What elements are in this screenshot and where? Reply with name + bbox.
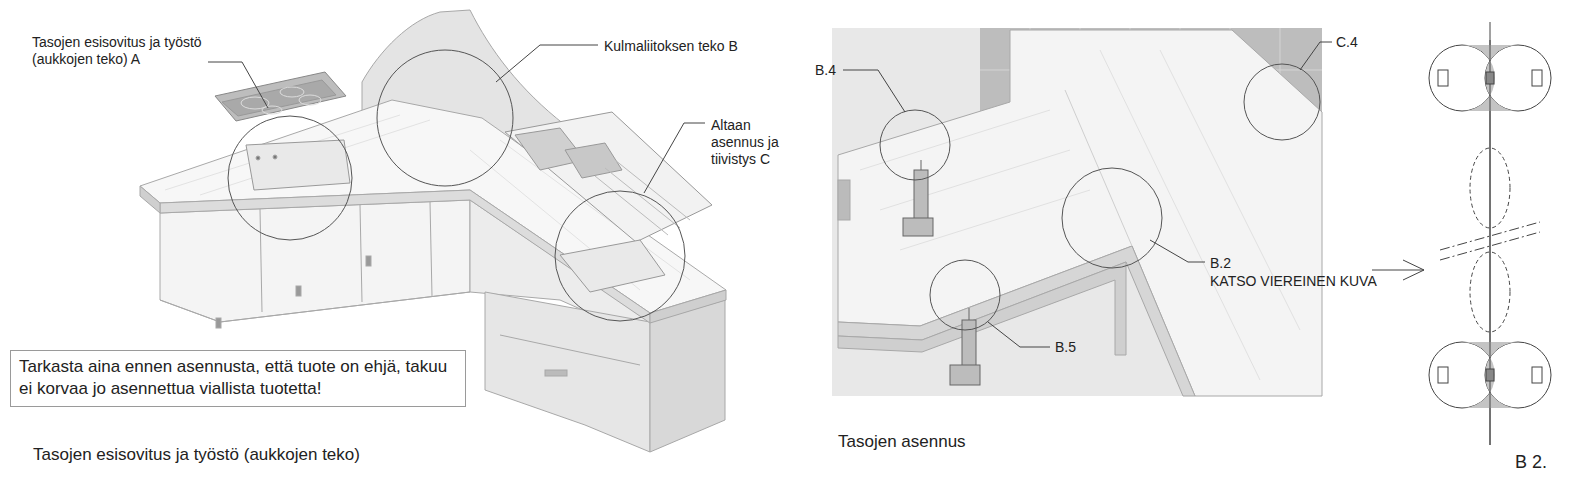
callout-number: B.5	[1055, 339, 1076, 356]
panel-caption: Tasojen esisovitus ja työstö (aukkojen t…	[33, 445, 360, 465]
leader-line	[208, 45, 705, 193]
callout-number: C.4	[1336, 34, 1358, 51]
leader-line	[843, 42, 1424, 347]
callout-number: B.2	[1210, 255, 1231, 272]
panel-caption: Tasojen asennus	[838, 432, 966, 452]
joint-detail	[1429, 22, 1551, 445]
warning-box: Tarkasta aina ennen asennusta, että tuot…	[10, 350, 466, 407]
callout-label: Kulmaliitoksen teko B	[604, 38, 738, 55]
callout-label: Tasojen esisovitus ja työstö (aukkojen t…	[32, 34, 247, 68]
warning-text: Tarkasta aina ennen asennusta, että tuot…	[19, 356, 457, 400]
callout-label: Altaan asennus ja tiivistys C	[711, 117, 789, 167]
installation-drawing	[832, 28, 1322, 396]
callout-number: B.4	[815, 62, 836, 79]
reference-note: KATSO VIEREINEN KUVA	[1210, 273, 1377, 290]
figure-number: B 2.	[1515, 452, 1547, 474]
